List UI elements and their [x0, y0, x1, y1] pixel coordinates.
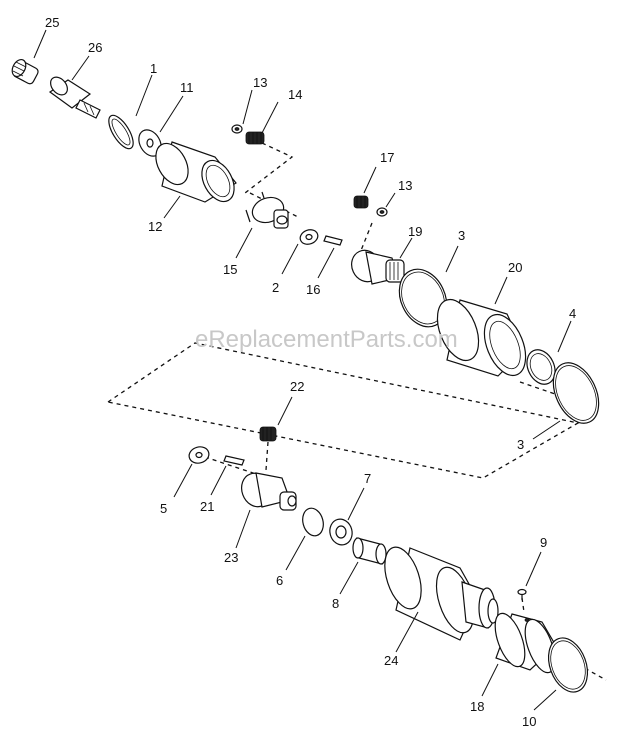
callout-2: 2	[272, 280, 279, 295]
part-23-planet-carrier	[241, 472, 297, 511]
part-1-retaining-ring	[108, 114, 134, 150]
part-20-housing	[436, 298, 527, 377]
callout-3b: 3	[517, 437, 524, 452]
callout-4: 4	[569, 306, 576, 321]
part-3-o-ring-upper	[398, 268, 448, 328]
callout-17: 17	[380, 150, 394, 165]
part-14-needle-bearing	[245, 131, 265, 145]
callout-19: 19	[408, 224, 422, 239]
callout-9: 9	[540, 535, 547, 550]
part-16-pin	[323, 235, 343, 246]
callout-10: 10	[522, 714, 536, 729]
callout-26: 26	[88, 40, 102, 55]
callout-13b: 13	[398, 178, 412, 193]
callout-12: 12	[148, 219, 162, 234]
part-7-washer	[329, 518, 353, 546]
part-21-pin	[223, 455, 245, 466]
callout-23: 23	[224, 550, 238, 565]
callout-20: 20	[508, 260, 522, 275]
part-9-screw	[517, 588, 527, 600]
callout-3a: 3	[458, 228, 465, 243]
leader-lines	[33, 29, 572, 711]
part-25-spline-gear	[11, 58, 39, 85]
callout-15: 15	[223, 262, 237, 277]
part-26-shaft	[48, 76, 101, 119]
callout-24: 24	[384, 653, 398, 668]
part-15-planet-carrier	[245, 191, 289, 229]
callout-8: 8	[332, 596, 339, 611]
assembly-guide-lines	[107, 142, 607, 681]
callout-13a: 13	[253, 75, 267, 90]
part-8-bearing-sleeve	[352, 537, 387, 565]
callout-22: 22	[290, 379, 304, 394]
watermark-text: eReplacementParts.com	[195, 326, 458, 353]
part-3-o-ring-lower	[552, 362, 600, 424]
callout-6: 6	[276, 573, 283, 588]
callout-25: 25	[45, 15, 59, 30]
part-24-output-housing	[384, 546, 499, 641]
part-12-ring-gear	[155, 141, 237, 203]
part-19-carrier	[351, 249, 405, 285]
part-10-o-ring	[547, 637, 589, 693]
part-17-needle-bearing	[353, 195, 369, 209]
part-5-washer	[188, 446, 210, 464]
callout-5: 5	[160, 501, 167, 516]
callout-21: 21	[200, 499, 214, 514]
callout-1: 1	[150, 61, 157, 76]
part-13-bushing-top	[231, 124, 243, 134]
callout-14: 14	[288, 87, 302, 102]
callout-18: 18	[470, 699, 484, 714]
part-2-washer	[299, 229, 319, 245]
part-6-ring	[302, 507, 324, 537]
part-18-collar	[494, 612, 557, 674]
part-4-ring	[526, 349, 556, 385]
part-13-bushing-mid	[376, 207, 388, 217]
part-11-washer	[138, 129, 162, 157]
callout-16: 16	[306, 282, 320, 297]
callout-11: 11	[180, 80, 194, 95]
part-22-needle-bearing	[259, 426, 277, 442]
callout-labels: 25 26 1 11 13 14 12 15 2 16 17 13 19 3 2…	[45, 15, 576, 729]
callout-7: 7	[364, 471, 371, 486]
